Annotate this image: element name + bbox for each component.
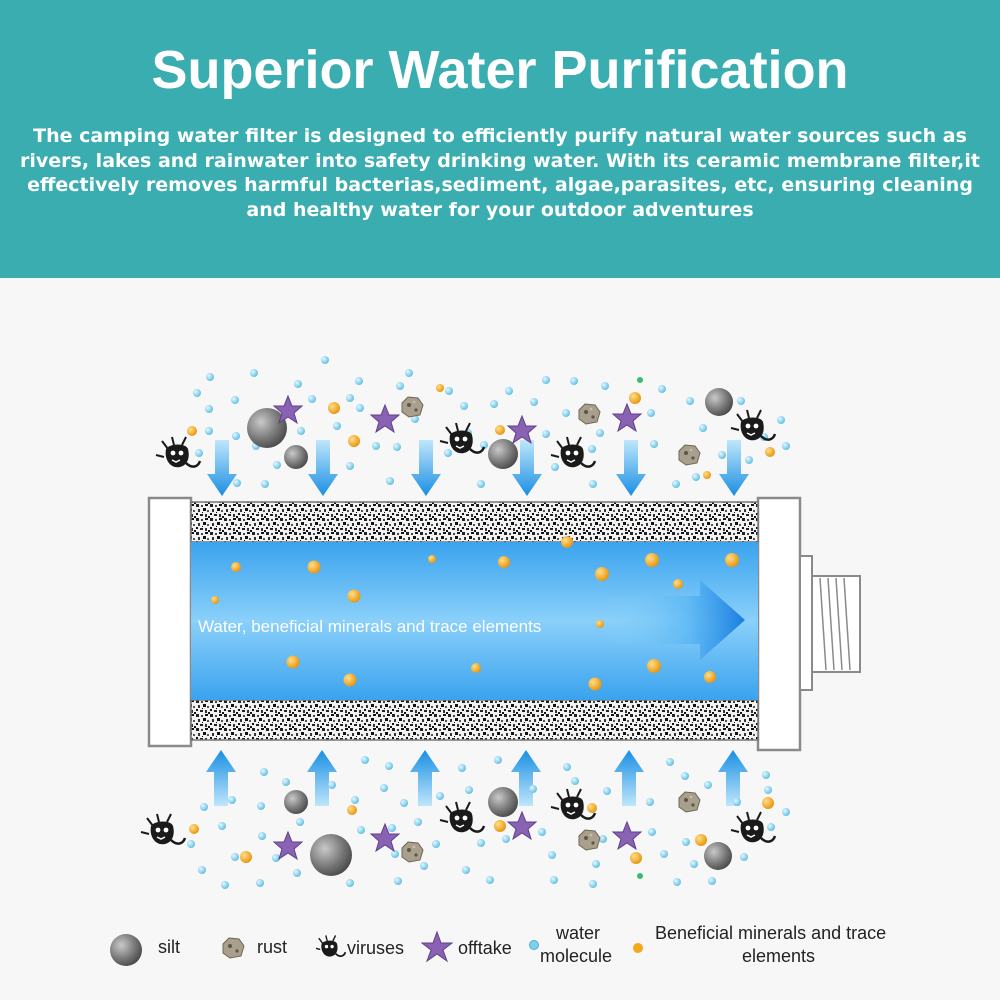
minerals-outside [187, 377, 775, 879]
flow-arrow [600, 580, 745, 660]
silt-particles [247, 388, 733, 876]
water-molecule-legend-label-line1: water [556, 923, 601, 943]
bottom-ceramic-membrane [190, 699, 759, 741]
page-title: Superior Water Purification [151, 40, 849, 100]
inflow-arrows-bottom [206, 750, 748, 806]
channel-minerals [211, 536, 739, 691]
water-molecules-bottom [187, 756, 790, 889]
inflow-arrows-top [207, 440, 749, 496]
mineral-legend-icon [633, 943, 643, 953]
water-molecule-legend-label-line2: molecule [540, 946, 613, 966]
outlet-thread [811, 575, 861, 673]
silt-legend-label: silt [158, 937, 180, 957]
mineral-legend-label-line2: elements [742, 946, 816, 966]
page-description: The camping water filter is designed to … [20, 125, 980, 221]
header-banner: Superior Water Purification The camping … [0, 0, 1000, 278]
top-ceramic-membrane [190, 501, 759, 543]
water-molecules-top [193, 356, 790, 488]
rust-legend-icon [222, 937, 245, 959]
mineral-legend-label-line1: Beneficial minerals and trace [655, 923, 887, 943]
filter-diagram: Water, beneficial minerals and trace ele… [139, 356, 861, 889]
offtake-legend-label: offtake [458, 938, 512, 958]
rust-legend-label: rust [257, 937, 288, 957]
silt-legend-icon [110, 934, 142, 966]
offtake-legend-icon [421, 930, 453, 963]
left-end-cap [147, 496, 193, 748]
outlet-collar [799, 555, 813, 691]
thread-lines [819, 577, 851, 671]
water-molecule-legend-icon [529, 940, 539, 950]
right-end-cap [756, 496, 802, 752]
flow-label: Water, beneficial minerals and trace ele… [198, 617, 541, 636]
virus-legend-label: viruses [347, 938, 405, 958]
virus-legend-icon [316, 935, 347, 957]
